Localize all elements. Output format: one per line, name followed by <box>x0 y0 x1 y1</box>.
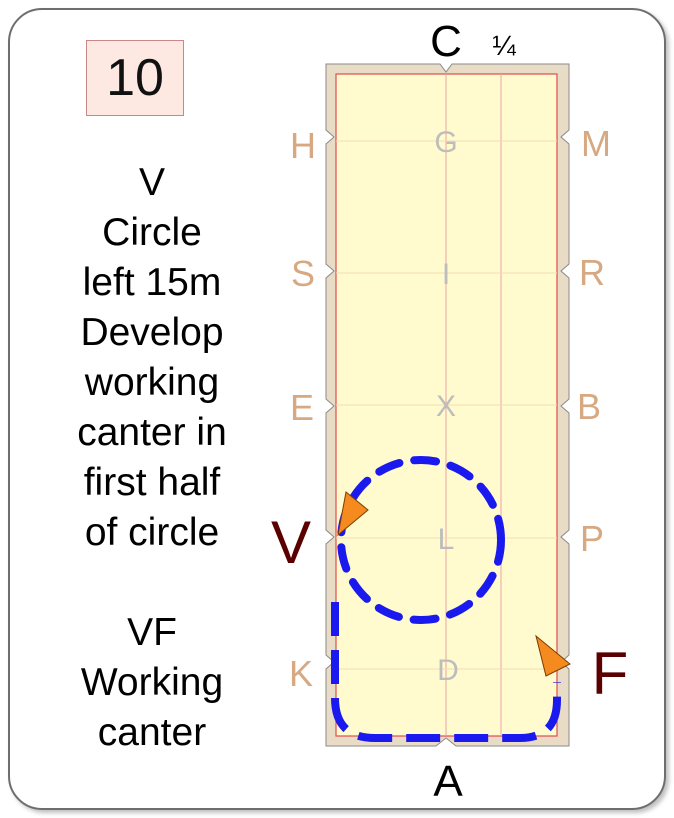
movement-block-1: V Circle left 15m Develop working canter… <box>40 158 264 558</box>
movement-line: canter in <box>77 411 227 454</box>
letter-D: D <box>437 654 459 687</box>
canter-path <box>331 602 561 742</box>
test-number-badge: 10 <box>86 40 184 116</box>
letter-I: I <box>442 258 450 291</box>
letter-E: E <box>290 387 314 428</box>
letter-G: G <box>434 126 457 159</box>
circle-path <box>337 456 505 624</box>
movement-line: Working <box>80 661 224 704</box>
letter-K: K <box>289 653 313 694</box>
movement-line: Develop <box>80 311 224 354</box>
letter-P: P <box>580 518 604 559</box>
arrow-f-marker <box>535 634 571 677</box>
movement-line: V <box>138 161 165 204</box>
movement-line: canter <box>97 711 207 754</box>
letter-L: L <box>438 523 455 556</box>
letter-H: H <box>290 125 316 166</box>
letter-R: R <box>579 252 605 293</box>
letter-M: M <box>581 123 611 164</box>
movement-line: first half <box>83 461 221 504</box>
marker-guides <box>336 140 557 670</box>
movement-line: left 15m <box>82 261 222 304</box>
letter-B: B <box>577 386 601 427</box>
quarter-label: ¼ <box>492 30 516 61</box>
movement-line: Circle <box>102 211 202 254</box>
movement-line: of circle <box>84 511 220 554</box>
letter-X: X <box>436 390 456 423</box>
movement-line: working <box>84 361 220 404</box>
movement-block-2: VF Working canter <box>40 608 264 758</box>
letter-F: F <box>592 640 629 707</box>
letter-S: S <box>291 253 315 294</box>
letter-V: V <box>271 509 311 576</box>
letter-A: A <box>433 757 463 806</box>
movement-line: VF <box>127 611 177 654</box>
arrow-v-marker <box>337 491 369 537</box>
letter-C: C <box>430 17 462 66</box>
